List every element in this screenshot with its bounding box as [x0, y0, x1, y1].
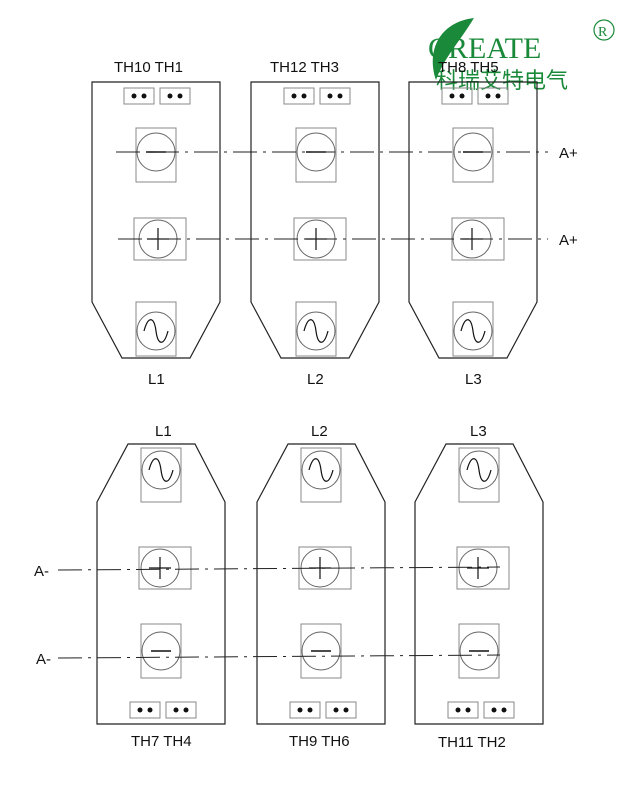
brand-name-cn: 科瑞艾特电气	[436, 68, 568, 93]
minus-terminal-icon	[459, 631, 499, 671]
plus-terminal-icon	[140, 548, 180, 588]
phase-label: L1	[148, 371, 165, 388]
phase-label: L3	[465, 371, 482, 388]
bottom-module-3: L3 TH11 TH2	[414, 423, 544, 751]
terminal-label: TH10 TH1	[114, 59, 183, 76]
bus-label: A+	[559, 232, 578, 249]
terminal-block	[123, 87, 155, 105]
ac-terminal-icon	[296, 311, 336, 351]
terminal-label: TH12 TH3	[270, 59, 339, 76]
top-module-3: TH8 TH5 L3	[408, 59, 538, 388]
registered-mark-icon	[593, 19, 615, 41]
phase-label: L2	[307, 371, 324, 388]
bus-line-a-minus-2	[57, 654, 501, 659]
minus-terminal-icon	[301, 631, 341, 671]
plus-terminal-icon	[458, 548, 498, 588]
terminal-label: TH11 TH2	[438, 734, 506, 751]
ac-terminal-icon	[459, 450, 499, 490]
ac-terminal-icon	[453, 311, 493, 351]
bus-line-a-minus-1	[57, 566, 501, 571]
top-module-2: TH12 TH3 L2	[250, 59, 380, 388]
bus-label: A-	[34, 563, 49, 580]
leaf-icon	[432, 18, 474, 80]
phase-label: L3	[470, 423, 487, 440]
terminal-block	[159, 87, 191, 105]
bus-label: A-	[36, 651, 51, 668]
terminal-label: TH7 TH4	[131, 733, 192, 750]
phase-label: L1	[155, 423, 172, 440]
phase-label: L2	[311, 423, 328, 440]
minus-terminal-icon	[141, 631, 181, 671]
ac-terminal-icon	[141, 450, 181, 490]
top-module-1: TH10 TH1 L1	[91, 59, 221, 388]
ac-terminal-icon	[136, 311, 176, 351]
terminal-label: TH8 TH5	[438, 59, 499, 76]
bottom-module-1: L1 TH7 TH4	[96, 423, 226, 750]
brand-logo: CREATE 科瑞艾特电气 R	[428, 18, 615, 93]
registered-mark: R	[598, 25, 608, 40]
bus-label: A+	[559, 145, 578, 162]
terminal-label: TH9 TH6	[289, 733, 350, 750]
minus-terminal-icon	[453, 132, 493, 172]
ac-terminal-icon	[301, 450, 341, 490]
bottom-module-2: L2 TH9 TH6	[256, 423, 386, 750]
brand-name-en: CREATE	[428, 32, 541, 65]
top-bus-lines	[116, 151, 548, 240]
bottom-bus-lines	[57, 566, 501, 659]
